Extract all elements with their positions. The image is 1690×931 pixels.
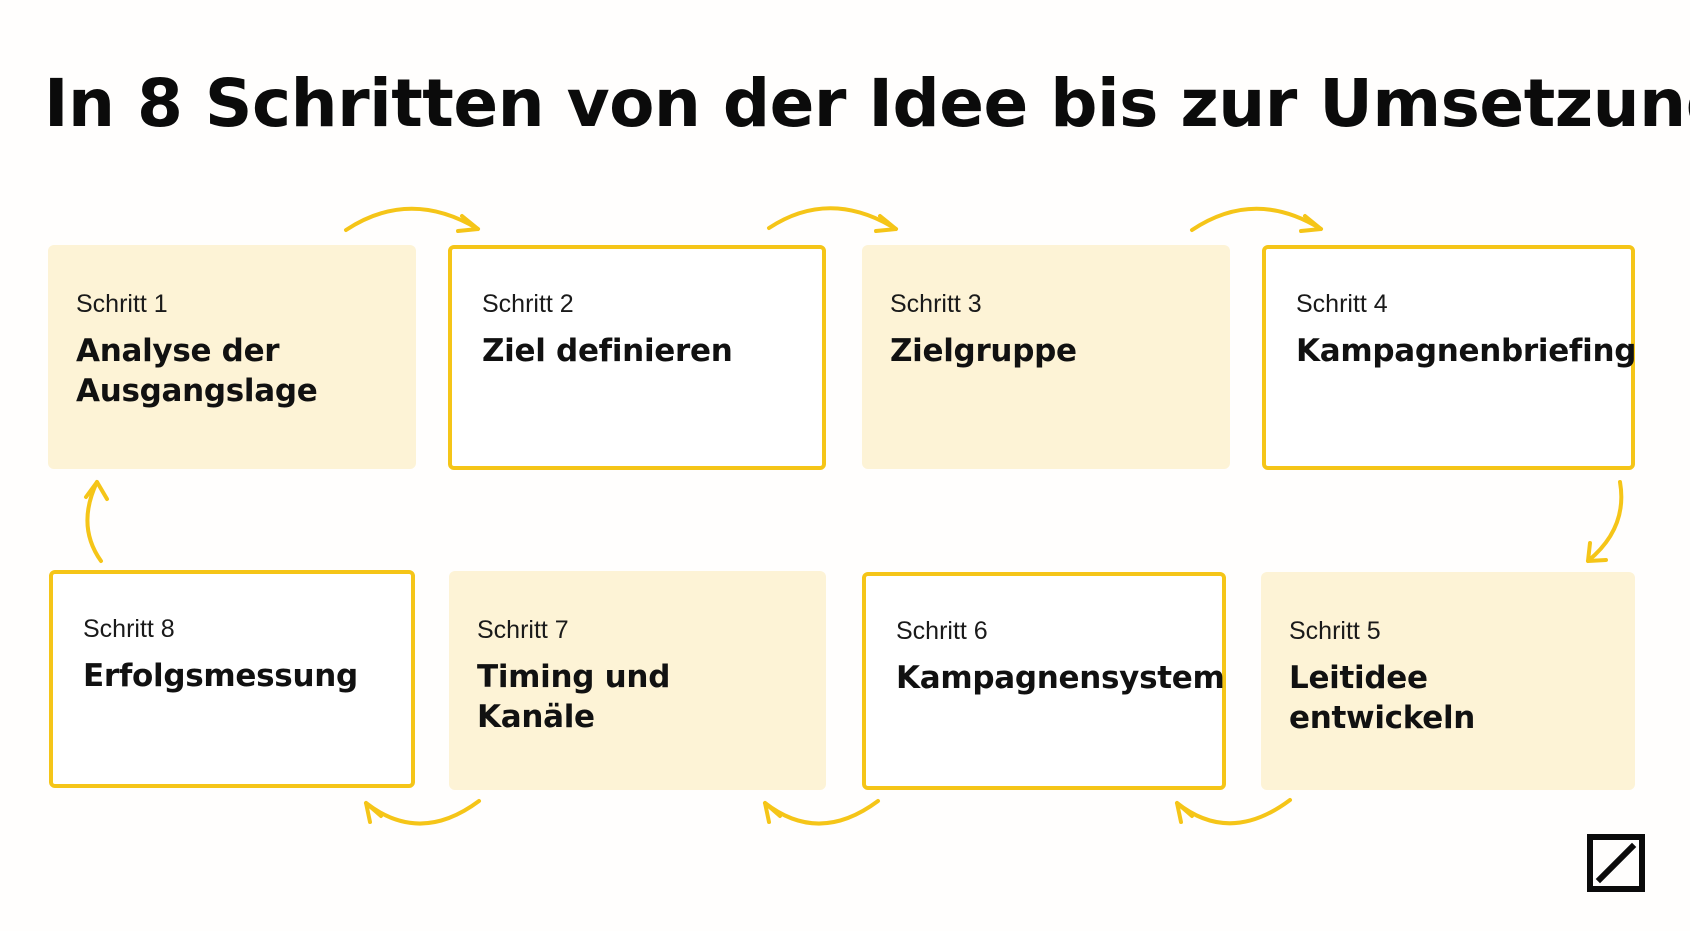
step-number: Schritt 8 bbox=[83, 615, 175, 643]
step-title: Zielgruppe bbox=[890, 333, 1077, 369]
step-card-7: Schritt 7 Timing und Kanäle bbox=[449, 571, 826, 790]
step-card-8: Schritt 8 Erfolgsmessung bbox=[49, 570, 415, 788]
step-card-3: Schritt 3 Zielgruppe bbox=[862, 245, 1230, 469]
step-number: Schritt 4 bbox=[1296, 290, 1388, 318]
step-number: Schritt 5 bbox=[1289, 617, 1381, 645]
step-number: Schritt 1 bbox=[76, 290, 168, 318]
step-title: Timing und Kanäle bbox=[477, 659, 671, 736]
step-card-1: Schritt 1 Analyse der Ausgangslage bbox=[48, 245, 416, 469]
step-title: Ziel definieren bbox=[482, 333, 733, 369]
slash-box-logo-icon bbox=[1587, 834, 1645, 892]
step-title: Kampagnensystem bbox=[896, 660, 1225, 696]
step-title: Analyse der Ausgangslage bbox=[76, 333, 318, 410]
step-card-2: Schritt 2 Ziel definieren bbox=[448, 245, 826, 470]
step-number: Schritt 7 bbox=[477, 616, 569, 644]
step-number: Schritt 2 bbox=[482, 290, 574, 318]
page-title: In 8 Schritten von der Idee bis zur Umse… bbox=[44, 65, 1690, 142]
arrow-step-6-to-7 bbox=[763, 799, 880, 826]
arrow-step-1-to-2 bbox=[344, 206, 480, 233]
step-title: Kampagnenbriefing bbox=[1296, 333, 1637, 369]
step-card-5: Schritt 5 Leitidee entwickeln bbox=[1261, 572, 1635, 790]
step-number: Schritt 3 bbox=[890, 290, 982, 318]
arrow-step-2-to-3 bbox=[767, 206, 898, 233]
step-title: Leitidee entwickeln bbox=[1289, 660, 1476, 737]
arrow-step-3-to-4 bbox=[1190, 206, 1323, 233]
step-title: Erfolgsmessung bbox=[83, 658, 358, 694]
arrow-step-7-to-8 bbox=[364, 799, 481, 826]
step-number: Schritt 6 bbox=[896, 617, 988, 645]
arrow-step-8-to-1 bbox=[84, 480, 109, 563]
step-card-4: Schritt 4 Kampagnenbriefing bbox=[1262, 245, 1637, 470]
arrow-step-5-to-6 bbox=[1175, 798, 1292, 826]
arrow-step-4-to-5 bbox=[1586, 480, 1624, 563]
step-card-6: Schritt 6 Kampagnensystem bbox=[862, 572, 1226, 790]
